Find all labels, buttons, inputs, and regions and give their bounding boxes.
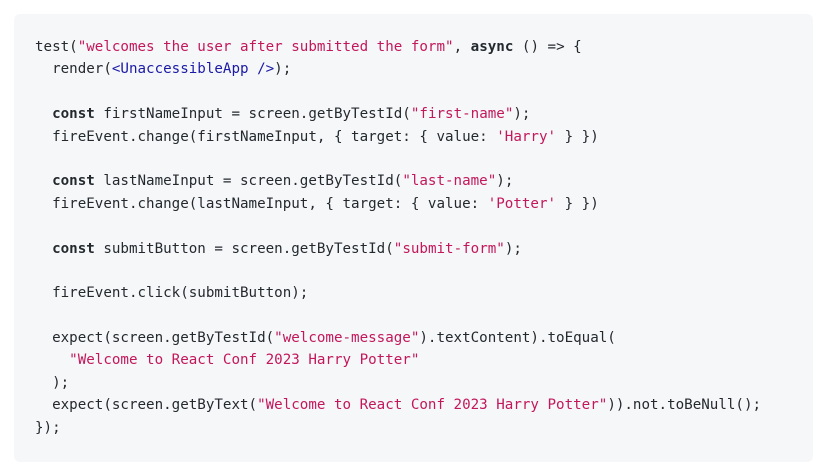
code-text: });	[35, 419, 61, 436]
code-line: fireEvent.change(lastNameInput, { target…	[35, 193, 761, 215]
code-content: test("welcomes the user after submitted …	[35, 36, 761, 439]
code-line: render(<UnaccessibleApp />);	[35, 58, 761, 80]
code-line: });	[35, 417, 761, 439]
code-text	[35, 106, 52, 122]
code-line: const lastNameInput = screen.getByTestId…	[35, 170, 761, 192]
code-text	[35, 173, 52, 189]
code-keyword: const	[52, 173, 95, 190]
code-string: "submit-form"	[393, 240, 505, 257]
code-string: "welcomes the user after submitted the f…	[77, 39, 454, 55]
code-string: "welcome-message"	[274, 330, 420, 347]
code-text: fireEvent.click(submitButton);	[35, 285, 309, 302]
code-line	[35, 148, 761, 170]
code-string: "last-name"	[402, 173, 497, 190]
code-text: submitButton = screen.getByTestId(	[94, 240, 394, 257]
code-text: );	[35, 374, 70, 391]
code-line: fireEvent.change(firstNameInput, { targe…	[35, 126, 761, 148]
code-block: test("welcomes the user after submitted …	[14, 14, 813, 462]
code-text	[35, 352, 69, 368]
code-text: expect(screen.getByTestId(	[35, 330, 275, 347]
code-text: lastNameInput = screen.getByTestId(	[94, 173, 403, 190]
code-string: 'Potter'	[487, 195, 557, 212]
code-text: ).textContent).toEqual(	[419, 330, 616, 347]
code-keyword: async	[470, 39, 514, 55]
code-jsx-tag: <UnaccessibleApp />	[111, 61, 275, 78]
code-text: );	[274, 61, 292, 78]
code-text: } })	[556, 195, 599, 212]
code-line: expect(screen.getByText("Welcome to Reac…	[35, 394, 761, 416]
code-text: );	[504, 240, 522, 257]
code-line: );	[35, 372, 761, 394]
code-string: 'Harry'	[496, 128, 557, 145]
code-line	[35, 215, 761, 237]
code-line	[35, 81, 761, 103]
code-text: );	[513, 106, 531, 123]
code-text: )).not.toBeNull();	[607, 397, 762, 414]
code-text: expect(screen.getByText(	[35, 397, 258, 414]
code-string: "first-name"	[410, 106, 514, 123]
code-text: fireEvent.change(lastNameInput, { target…	[35, 195, 488, 212]
code-text: render(	[35, 61, 112, 78]
code-text: } })	[556, 128, 599, 145]
code-line: "Welcome to React Conf 2023 Harry Potter…	[35, 349, 761, 371]
code-text: () => {	[513, 39, 582, 55]
code-line	[35, 305, 761, 327]
code-line: const submitButton = screen.getByTestId(…	[35, 238, 761, 260]
code-keyword: const	[52, 106, 95, 123]
code-line: expect(screen.getByTestId("welcome-messa…	[35, 327, 761, 349]
code-string: "Welcome to React Conf 2023 Harry Potter…	[257, 397, 608, 414]
code-text: test(	[35, 39, 78, 55]
code-line: const firstNameInput = screen.getByTestI…	[35, 103, 761, 125]
code-text: firstNameInput = screen.getByTestId(	[94, 106, 411, 123]
code-text: fireEvent.change(firstNameInput, { targe…	[35, 128, 497, 145]
code-text	[35, 241, 52, 257]
code-text: );	[496, 173, 514, 190]
code-line: fireEvent.click(submitButton);	[35, 282, 761, 304]
code-text: ,	[453, 39, 471, 55]
code-keyword: const	[52, 240, 95, 257]
code-line: test("welcomes the user after submitted …	[35, 36, 761, 58]
code-line	[35, 260, 761, 282]
code-string: "Welcome to React Conf 2023 Harry Potter…	[69, 352, 420, 369]
